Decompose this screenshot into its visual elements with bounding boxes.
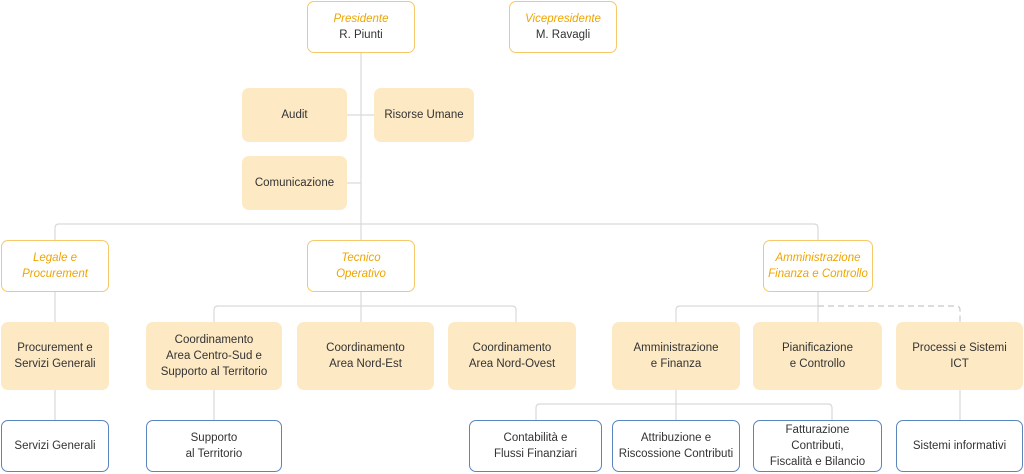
unit-pianificazione: Pianificazione e Controllo <box>753 322 882 390</box>
division-tecnico-title: Tecnico Operativo <box>336 252 386 280</box>
office-attribuzione: Attribuzione e Riscossione Contributi <box>612 420 740 472</box>
unit-processi: Processi e Sistemi ICT <box>896 322 1023 390</box>
unit-procurement: Procurement e Servizi Generali <box>1 322 109 390</box>
unit-processi-label: Processi e Sistemi ICT <box>912 342 1007 370</box>
comunicazione-label: Comunicazione <box>254 177 335 189</box>
vicepresidente-title: Vicepresidente <box>525 13 601 25</box>
vicepresidente-box: Vicepresidente M. Ravagli <box>509 1 617 53</box>
office-attribuzione-label: Attribuzione e Riscossione Contributi <box>618 432 734 460</box>
office-supporto: Supporto al Territorio <box>146 420 282 472</box>
unit-procurement-label: Procurement e Servizi Generali <box>14 342 96 370</box>
office-supporto-label: Supporto al Territorio <box>185 432 243 460</box>
division-amministrazione-title: Amministrazione Finanza e Controllo <box>768 252 868 280</box>
risorse-umane-box: Risorse Umane <box>374 88 474 142</box>
unit-pianificazione-label: Pianificazione e Controllo <box>782 342 853 370</box>
audit-box: Audit <box>242 88 347 142</box>
office-sistemi-label: Sistemi informativi <box>912 440 1007 452</box>
unit-nord-ovest-label: Coordinamento Area Nord-Ovest <box>468 342 556 370</box>
division-legale-title: Legale e Procurement <box>22 252 88 280</box>
vicepresidente-name: M. Ravagli <box>535 29 591 41</box>
division-tecnico: Tecnico Operativo <box>307 240 415 292</box>
office-servizi-generali: Servizi Generali <box>1 420 109 472</box>
division-amministrazione: Amministrazione Finanza e Controllo <box>763 240 873 292</box>
presidente-box: Presidente R. Piunti <box>307 1 415 53</box>
office-servizi-generali-label: Servizi Generali <box>14 440 96 452</box>
presidente-name: R. Piunti <box>339 29 383 41</box>
risorse-umane-label: Risorse Umane <box>384 109 464 121</box>
presidente-title: Presidente <box>333 13 389 25</box>
audit-label: Audit <box>281 109 308 121</box>
office-fatturazione: Fatturazione Contributi, Fiscalità e Bil… <box>753 420 882 472</box>
unit-nord-est-label: Coordinamento Area Nord-Est <box>326 342 405 370</box>
unit-amm-finanza-label: Amministrazione e Finanza <box>633 342 719 370</box>
office-contabilita: Contabilità e Flussi Finanziari <box>469 420 602 472</box>
unit-centro-sud-label: Coordinamento Area Centro-Sud e Supporto… <box>160 334 268 378</box>
office-sistemi: Sistemi informativi <box>896 420 1023 472</box>
office-contabilita-label: Contabilità e Flussi Finanziari <box>493 432 578 460</box>
division-legale: Legale e Procurement <box>1 240 109 292</box>
unit-nord-ovest: Coordinamento Area Nord-Ovest <box>448 322 576 390</box>
office-fatturazione-label: Fatturazione Contributi, Fiscalità e Bil… <box>769 424 866 468</box>
unit-amm-finanza: Amministrazione e Finanza <box>612 322 740 390</box>
comunicazione-box: Comunicazione <box>242 156 347 210</box>
unit-nord-est: Coordinamento Area Nord-Est <box>297 322 434 390</box>
unit-centro-sud: Coordinamento Area Centro-Sud e Supporto… <box>146 322 282 390</box>
